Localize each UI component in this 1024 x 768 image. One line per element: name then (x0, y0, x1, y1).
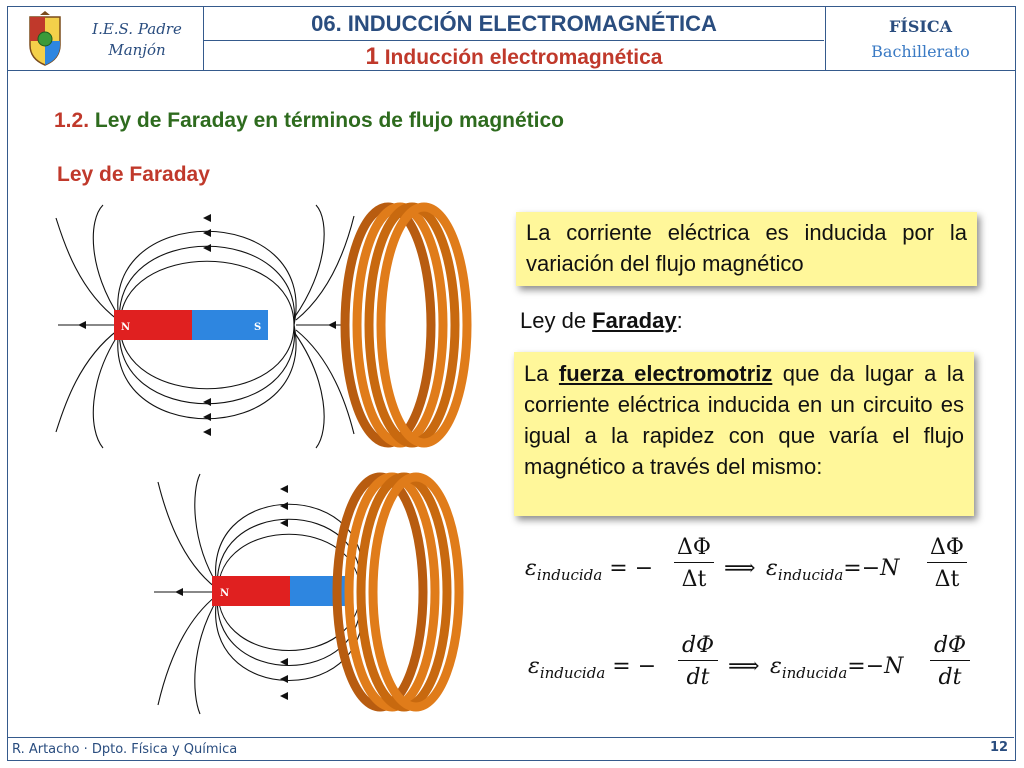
law-suffix: : (676, 308, 683, 333)
eq2-minus: − (861, 556, 881, 581)
law-name: Faraday (592, 308, 677, 333)
footer-author: R. Artacho · Dpto. Física y Química (12, 742, 238, 757)
header-title-cell: 06. INDUCCIÓN ELECTROMAGNÉTICA 1 Inducci… (204, 7, 826, 71)
eq2-fraction: ΔΦ Δt (927, 531, 967, 597)
header-subject-cell: FÍSICA Bachillerato (826, 7, 1015, 71)
slide-frame (7, 6, 1016, 761)
eq2-fraction-bar (927, 562, 967, 563)
eq2-lhs: εinducida=−N (766, 556, 899, 584)
eq1-fraction: ΔΦ Δt (674, 531, 714, 597)
subsection-heading: 1.2. Ley de Faraday en términos de flujo… (54, 109, 564, 133)
magnet-north-pole-top (114, 310, 192, 340)
eq3-numerator: dΦ (681, 633, 715, 658)
eq2-N: N (880, 556, 900, 581)
eq3-minus: − (637, 654, 657, 679)
field-lines-bottom (154, 473, 363, 715)
title-divider (204, 40, 824, 41)
eq3-denominator: dt (686, 665, 710, 690)
law-prefix: Ley de (520, 308, 593, 333)
page-number: 12 (990, 740, 1009, 755)
note2-part-a: La (524, 361, 559, 386)
eq2-epsilon: ε (766, 556, 778, 581)
eq4-N: N (884, 654, 904, 679)
section-title: 1 Inducción electromagnética (204, 43, 824, 71)
eq4-equals: = (847, 654, 866, 679)
eq4-numerator: dΦ (933, 633, 967, 658)
subject-name: FÍSICA (888, 17, 953, 36)
school-name: I.E.S. Padre Manjón (92, 20, 182, 59)
note-induced-current: La corriente eléctrica es inducida por l… (516, 212, 977, 286)
section-number: 1 (365, 43, 379, 70)
eq3-equals: = (612, 654, 631, 679)
eq1-equals: = (609, 556, 628, 581)
eq3-implies: ⟹ (728, 654, 760, 679)
coil-bottom (332, 472, 464, 712)
eq3-epsilon: ε (528, 654, 540, 679)
note2-part-b: que da lugar a la corriente eléctrica in… (524, 361, 964, 479)
eq1-numerator: ΔΦ (677, 535, 711, 560)
eq4-lhs: εinducida=−N (770, 654, 903, 682)
section-name: Inducción electromagnética (384, 46, 663, 69)
eq3-lhs: εinducida = − (528, 654, 656, 682)
magnet-n-label-bottom: N (220, 588, 229, 599)
note2-emf: fuerza electromotriz (558, 361, 773, 386)
eq4-denominator: dt (938, 665, 962, 690)
eq4-epsilon: ε (770, 654, 782, 679)
footer-divider (8, 737, 1014, 738)
eq4-subscript: inducida (781, 664, 848, 682)
magnet-n-label-top: N (121, 322, 130, 333)
eq4-fraction-bar (930, 660, 970, 661)
eq1-subscript: inducida (536, 566, 603, 584)
magnet-coil-figure-top: N S (55, 202, 472, 449)
eq3-fraction-bar (678, 660, 718, 661)
eq4-minus: − (865, 654, 885, 679)
field-arrows-top (78, 214, 336, 436)
eq2-subscript: inducida (777, 566, 844, 584)
note-faraday-law: La fuerza electromotriz que da lugar a l… (514, 352, 974, 516)
eq3-fraction: dΦ dt (678, 629, 718, 695)
eq1-lhs: εinducida = − (525, 556, 653, 584)
magnet-north-pole-bottom (212, 576, 290, 606)
field-arrows-bottom (175, 485, 288, 700)
header-school-cell: I.E.S. Padre Manjón (8, 7, 204, 71)
magnet-south-pole-top (192, 310, 268, 340)
eq3-subscript: inducida (539, 664, 606, 682)
school-logo (29, 11, 61, 66)
unit-title: 06. INDUCCIÓN ELECTROMAGNÉTICA (311, 11, 717, 36)
coil-top (340, 202, 472, 448)
eq1-denominator: Δt (681, 567, 707, 592)
subsection-title: Ley de Faraday en términos de flujo magn… (94, 109, 564, 132)
topic-heading: Ley de Faraday (57, 163, 210, 186)
magnet-s-label-top: S (254, 322, 261, 333)
bar-magnet-top: N S (114, 310, 268, 340)
eq1-fraction-bar (674, 562, 714, 563)
eq1-implies: ⟹ (724, 556, 756, 581)
subject-level: Bachillerato (871, 42, 970, 61)
field-lines-top (55, 204, 355, 449)
magnet-coil-figure-bottom: N (154, 472, 464, 715)
eq2-denominator: Δt (934, 567, 960, 592)
eq2-numerator: ΔΦ (930, 535, 964, 560)
bar-magnet-bottom: N (212, 576, 346, 606)
eq2-equals: = (843, 556, 862, 581)
eq1-minus: − (634, 556, 654, 581)
faraday-law-label: Ley de Faraday: (520, 308, 683, 334)
eq4-fraction: dΦ dt (930, 629, 970, 695)
eq1-epsilon: ε (525, 556, 537, 581)
subsection-number: 1.2. (54, 109, 90, 132)
